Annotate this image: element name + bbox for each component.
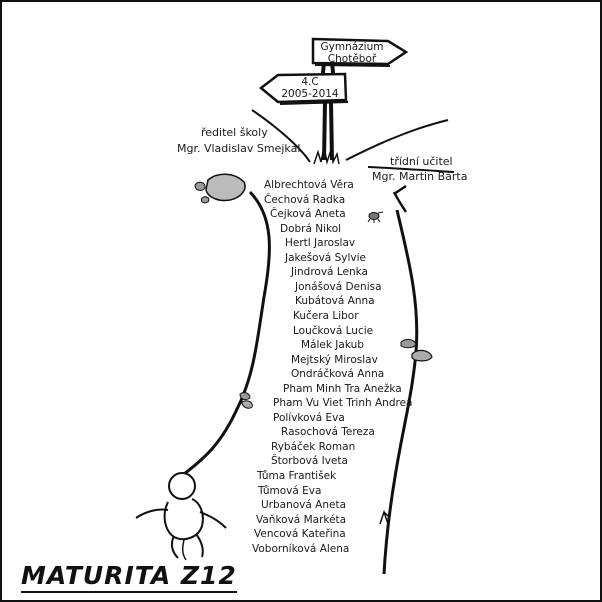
sign-class-line2: 2005-2014 bbox=[281, 88, 339, 100]
bug-icon bbox=[367, 211, 384, 223]
student-name: Tůma František bbox=[257, 470, 337, 482]
student-name: Urbanová Aneta bbox=[261, 499, 347, 512]
student-name: Málek Jakub bbox=[301, 339, 364, 352]
student-name: Čechová Radka bbox=[264, 193, 346, 206]
sign-school-line1: Gymnázium bbox=[320, 41, 384, 53]
sign-class-line1: 4.C bbox=[301, 76, 319, 88]
student-name: Rybáček Roman bbox=[271, 440, 356, 453]
student-name: Pham Minh Tra Anežka bbox=[283, 382, 402, 395]
principal-caption-name: Mgr. Vladislav Smejkal bbox=[177, 142, 301, 155]
student-name: Dobrá Nikol bbox=[280, 222, 342, 235]
student-name: Loučková Lucie bbox=[293, 324, 374, 337]
student-name: Rasochová Tereza bbox=[281, 426, 375, 439]
footer-title: MATURITA Z12 bbox=[21, 562, 237, 593]
student-name: Čejková Aneta bbox=[270, 208, 346, 221]
student-name: Mejtský Miroslav bbox=[291, 353, 378, 366]
principal-caption-label: ředitel školy bbox=[201, 126, 268, 139]
rock-icon bbox=[194, 173, 246, 204]
student-name: Hertl Jaroslav bbox=[285, 237, 356, 250]
teacher-caption-label: třídní učitel bbox=[390, 155, 453, 168]
student-name: Jindrová Lenka bbox=[291, 266, 368, 279]
sign-school: Gymnázium Chotěboř bbox=[315, 41, 389, 65]
student-name: Polívková Eva bbox=[273, 411, 345, 424]
sign-class: 4.C 2005-2014 bbox=[274, 76, 346, 100]
student-name: Kubátová Anna bbox=[295, 295, 375, 308]
student-name: Štorbová Iveta bbox=[271, 455, 348, 468]
student-name: Jonášová Denisa bbox=[295, 280, 382, 293]
student-name: Vaňková Markéta bbox=[256, 513, 347, 526]
student-name: Voborníková Alena bbox=[252, 542, 350, 555]
signpost-icon bbox=[258, 37, 409, 165]
student-name: Vencová Kateřina bbox=[254, 528, 346, 541]
grass-icon bbox=[379, 509, 389, 525]
teacher-caption-name: Mgr. Martin Bárta bbox=[372, 170, 468, 183]
rock-icon bbox=[400, 339, 433, 362]
baby-icon bbox=[135, 472, 227, 561]
student-name: Jakešová Sylvie bbox=[285, 251, 366, 264]
student-name: Pham Vu Viet Trinh Andrea bbox=[273, 397, 413, 410]
student-name: Ondráčková Anna bbox=[291, 368, 385, 381]
rock-icon bbox=[239, 392, 253, 409]
student-name: Kučera Libor bbox=[293, 309, 359, 322]
student-name: Albrechtová Věra bbox=[264, 179, 354, 191]
sign-school-line2: Chotěboř bbox=[327, 53, 377, 65]
student-name: Tůmová Eva bbox=[258, 484, 322, 497]
